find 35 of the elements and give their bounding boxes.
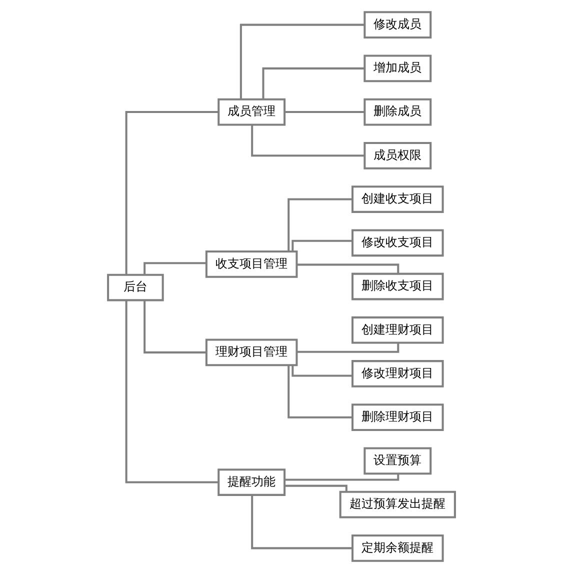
node-box: 修改理财项目	[350, 360, 444, 388]
connector	[143, 300, 206, 354]
connector	[284, 484, 347, 492]
connector	[124, 111, 218, 275]
connector	[143, 262, 206, 275]
node-box: 后台	[106, 274, 164, 302]
connector	[287, 198, 352, 252]
node-box: 创建理财项目	[350, 316, 444, 344]
connector	[124, 300, 218, 484]
connector	[250, 494, 352, 550]
node-box: 增加成员	[363, 54, 432, 82]
node-box: 理财项目管理	[204, 338, 298, 366]
node-box: 提醒功能	[217, 468, 286, 496]
connector	[239, 24, 364, 100]
connector	[284, 474, 399, 481]
connector	[262, 67, 364, 100]
node-box: 创建收支项目	[350, 186, 444, 213]
connector	[296, 264, 399, 274]
node-box: 删除理财项目	[350, 404, 444, 432]
node-box: 成员权限	[363, 142, 432, 170]
node-box: 定期余额提醒	[350, 534, 444, 562]
node-box: 设置预算	[363, 447, 432, 475]
node-box: 超过预算发出提醒	[338, 490, 456, 518]
connector	[291, 240, 352, 252]
connector	[296, 342, 399, 353]
node-box: 修改成员	[363, 11, 432, 38]
connector	[284, 111, 364, 114]
node-box: 删除成员	[363, 98, 432, 126]
node-box: 收支项目管理	[204, 250, 298, 278]
node-box: 成员管理	[217, 98, 286, 126]
connector	[291, 365, 352, 377]
connector	[250, 124, 364, 157]
connector	[287, 365, 352, 418]
node-box: 修改收支项目	[350, 229, 444, 257]
node-box: 删除收支项目	[350, 272, 444, 300]
